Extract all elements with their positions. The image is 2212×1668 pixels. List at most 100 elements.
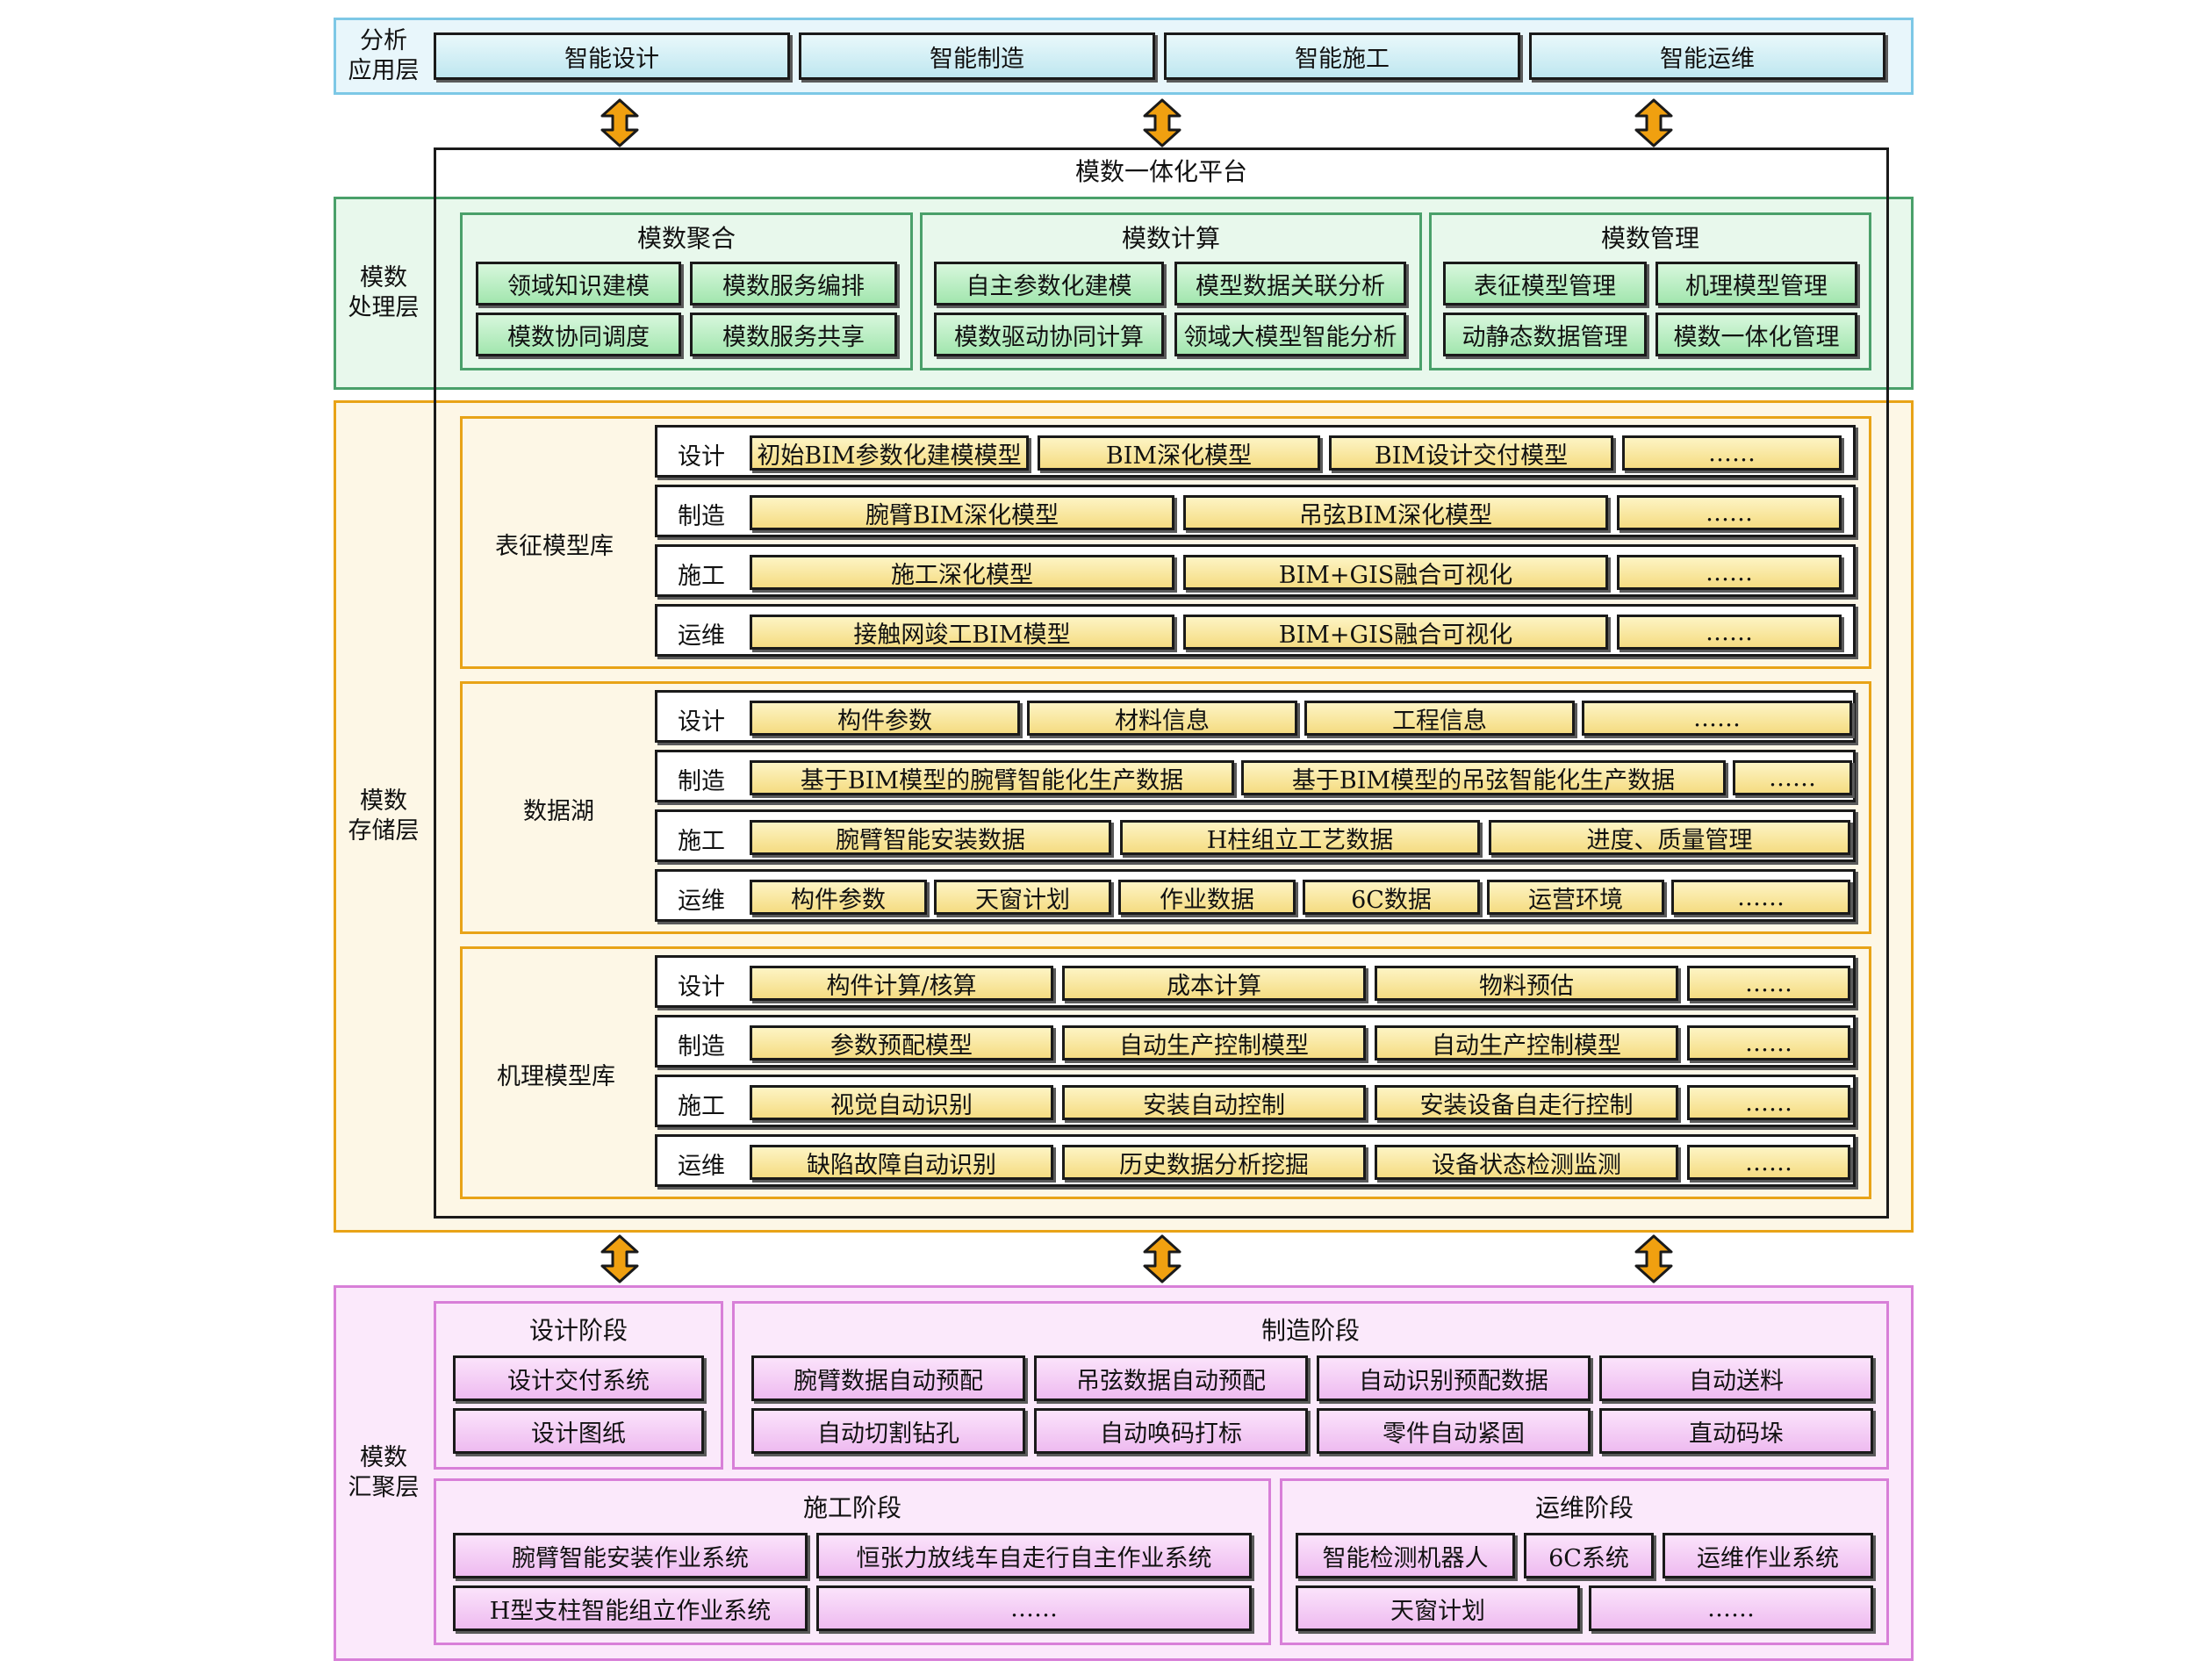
proc-item: 模数服务编排: [690, 262, 897, 306]
storage-item: 构件计算/核算: [750, 966, 1053, 1001]
storage-item: 接触网竣工BIM模型: [750, 615, 1174, 650]
storage-item: ……: [1671, 880, 1850, 915]
proc-item: 模数一体化管理: [1655, 313, 1857, 356]
proc-item: 机理模型管理: [1655, 262, 1857, 306]
storage-item: 视觉自动识别: [750, 1085, 1053, 1120]
storage-item: 腕臂BIM深化模型: [750, 495, 1174, 530]
double-arrow-icon: [600, 98, 639, 147]
lib-representation-name: 表征模型库: [495, 533, 614, 560]
storage-item: 吊弦BIM深化模型: [1183, 495, 1608, 530]
agg-item: ……: [816, 1585, 1252, 1631]
storage-item: 自动生产控制模型: [1062, 1025, 1366, 1060]
storage-item: 物料预估: [1375, 966, 1678, 1001]
agg-item: 直动码垛: [1599, 1408, 1873, 1454]
stage-label: 运维: [678, 622, 725, 650]
agg-item: H型支柱智能组立作业系统: [453, 1585, 808, 1631]
agg-item: ……: [1589, 1585, 1873, 1631]
platform-title: 模数一体化平台: [1074, 157, 1247, 186]
storage-item: 6C数据: [1303, 880, 1480, 915]
storage-item: 工程信息: [1304, 701, 1575, 736]
double-arrow-icon: [1143, 98, 1181, 147]
agg-design-title: 设计阶段: [528, 1316, 628, 1345]
storage-item: H柱组立工艺数据: [1120, 820, 1480, 855]
agg-manufacturing-title: 制造阶段: [1260, 1316, 1360, 1345]
proc-item: 领域大模型智能分析: [1174, 313, 1406, 356]
proc-item: 模数协同调度: [476, 313, 681, 356]
storage-item: 参数预配模型: [750, 1025, 1053, 1060]
storage-item: ……: [1617, 495, 1842, 530]
agg-item: 天窗计划: [1296, 1585, 1580, 1631]
storage-item: ……: [1733, 760, 1852, 795]
storage-item: ……: [1617, 615, 1842, 650]
stage-label: 设计: [678, 708, 725, 736]
storage-item: BIM设计交付模型: [1329, 435, 1613, 471]
agg-item: 恒张力放线车自走行自主作业系统: [816, 1533, 1252, 1578]
proc-item: 自主参数化建模: [934, 262, 1164, 306]
storage-item: 成本计算: [1062, 966, 1366, 1001]
proc-item: 模型数据关联分析: [1174, 262, 1406, 306]
storage-item: BIM深化模型: [1038, 435, 1320, 471]
app-item-manufacturing: 智能制造: [799, 32, 1155, 80]
proc-item: 模数服务共享: [690, 313, 897, 356]
storage-item: 安装设备自走行控制: [1375, 1085, 1678, 1120]
agg-item: 自动唤码打标: [1034, 1408, 1308, 1454]
storage-item: ……: [1582, 701, 1852, 736]
lib-mechanism-name: 机理模型库: [497, 1063, 615, 1090]
storage-item: BIM+GIS融合可视化: [1183, 615, 1608, 650]
agg-item: 自动识别预配数据: [1317, 1355, 1591, 1401]
storage-item: 缺陷故障自动识别: [750, 1145, 1053, 1180]
double-arrow-icon: [1634, 98, 1673, 147]
storage-item: ……: [1687, 1145, 1850, 1180]
agg-item: 吊弦数据自动预配: [1034, 1355, 1308, 1401]
storage-item: 设备状态检测监测: [1375, 1145, 1678, 1180]
storage-item: 初始BIM参数化建模模型: [750, 435, 1029, 471]
storage-item: ……: [1687, 1085, 1850, 1120]
stage-label: 制造: [678, 1033, 725, 1060]
agg-item: 零件自动紧固: [1317, 1408, 1591, 1454]
stage-label: 设计: [678, 974, 725, 1001]
storage-item: 施工深化模型: [750, 555, 1174, 590]
double-arrow-icon: [1143, 1234, 1181, 1283]
storage-item: ……: [1687, 966, 1850, 1001]
storage-item: BIM+GIS融合可视化: [1183, 555, 1608, 590]
stage-label: 制造: [678, 503, 725, 530]
storage-item: 运营环境: [1487, 880, 1664, 915]
agg-construction-title: 施工阶段: [802, 1493, 901, 1522]
agg-item: 自动切割钻孔: [751, 1408, 1025, 1454]
agg-item: 6C系统: [1524, 1533, 1654, 1578]
storage-item: 构件参数: [750, 701, 1020, 736]
storage-item: 作业数据: [1118, 880, 1296, 915]
stage-label: 制造: [678, 768, 725, 795]
storage-item: 自动生产控制模型: [1375, 1025, 1678, 1060]
storage-item: 基于BIM模型的腕臂智能化生产数据: [750, 760, 1234, 795]
storage-layer-label: 模数 存储层: [348, 787, 420, 845]
proc-item: 动静态数据管理: [1443, 313, 1647, 356]
platform-frame: [434, 147, 1889, 1219]
aggregation-layer-label: 模数 汇聚层: [348, 1444, 420, 1501]
agg-item: 设计图纸: [453, 1408, 704, 1454]
agg-operation-title: 运维阶段: [1534, 1493, 1634, 1522]
storage-item: ……: [1622, 435, 1842, 471]
agg-item: 运维作业系统: [1663, 1533, 1873, 1578]
agg-item: 腕臂智能安装作业系统: [453, 1533, 808, 1578]
stage-label: 施工: [678, 1093, 725, 1120]
storage-item: 腕臂智能安装数据: [750, 820, 1111, 855]
stage-label: 施工: [678, 828, 725, 855]
app-item-construction: 智能施工: [1164, 32, 1520, 80]
proc-item: 模数驱动协同计算: [934, 313, 1164, 356]
stage-label: 运维: [678, 888, 725, 915]
storage-item: 材料信息: [1027, 701, 1297, 736]
storage-item: 进度、质量管理: [1489, 820, 1850, 855]
group-computation-title: 模数计算: [1121, 224, 1220, 253]
stage-label: 运维: [678, 1153, 725, 1180]
storage-item: 基于BIM模型的吊弦智能化生产数据: [1241, 760, 1726, 795]
lib-datalake-name: 数据湖: [523, 798, 594, 825]
stage-label: 设计: [678, 443, 725, 471]
processing-layer-label: 模数 处理层: [348, 264, 420, 321]
group-management-title: 模数管理: [1600, 224, 1699, 253]
storage-item: 构件参数: [750, 880, 927, 915]
storage-item: 天窗计划: [934, 880, 1111, 915]
storage-item: ……: [1617, 555, 1842, 590]
proc-item: 领域知识建模: [476, 262, 681, 306]
agg-item: 智能检测机器人: [1296, 1533, 1515, 1578]
